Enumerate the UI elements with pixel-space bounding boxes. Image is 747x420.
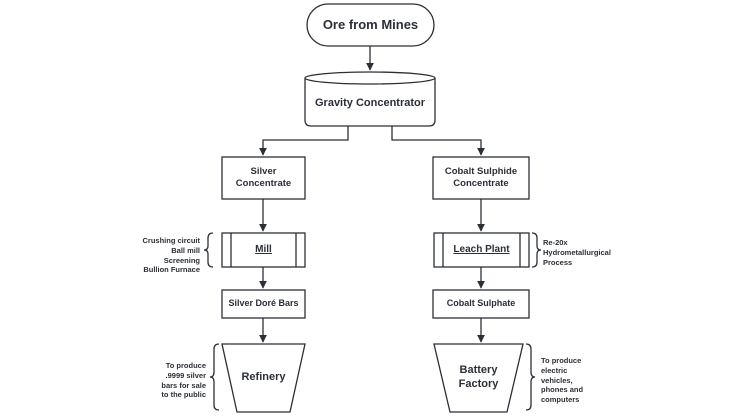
mill-process-shape — [221, 232, 306, 268]
gravity-cylinder-shape — [304, 71, 436, 127]
connector-gravity-silver — [259, 126, 349, 156]
battery-trapezoid — [433, 343, 524, 413]
refinery-trapezoid — [221, 343, 306, 413]
cobalt-sulphate-box — [432, 289, 530, 319]
silver-concentrate-box — [221, 156, 306, 200]
leach-process-note: Re-20x Hydrometallurgical Process — [543, 238, 611, 267]
ore-terminal-shape — [306, 3, 435, 47]
leach-process-shape — [433, 232, 530, 268]
mill-steps-note: Crushing circuit Ball mill Screening Bul… — [142, 236, 200, 275]
connector-gravity-cobalt — [391, 126, 485, 156]
cobalt-concentrate-box — [432, 156, 530, 200]
battery-note-brace — [525, 343, 536, 411]
refinery-purpose-note: To produce .9999 silver bars for sale to… — [161, 361, 206, 400]
silver-bars-box — [221, 289, 306, 319]
refinery-note-brace — [209, 343, 220, 411]
battery-purpose-note: To produce electric vehicles, phones and… — [541, 356, 584, 404]
leach-note-brace — [531, 232, 542, 268]
mill-note-brace — [203, 232, 214, 268]
